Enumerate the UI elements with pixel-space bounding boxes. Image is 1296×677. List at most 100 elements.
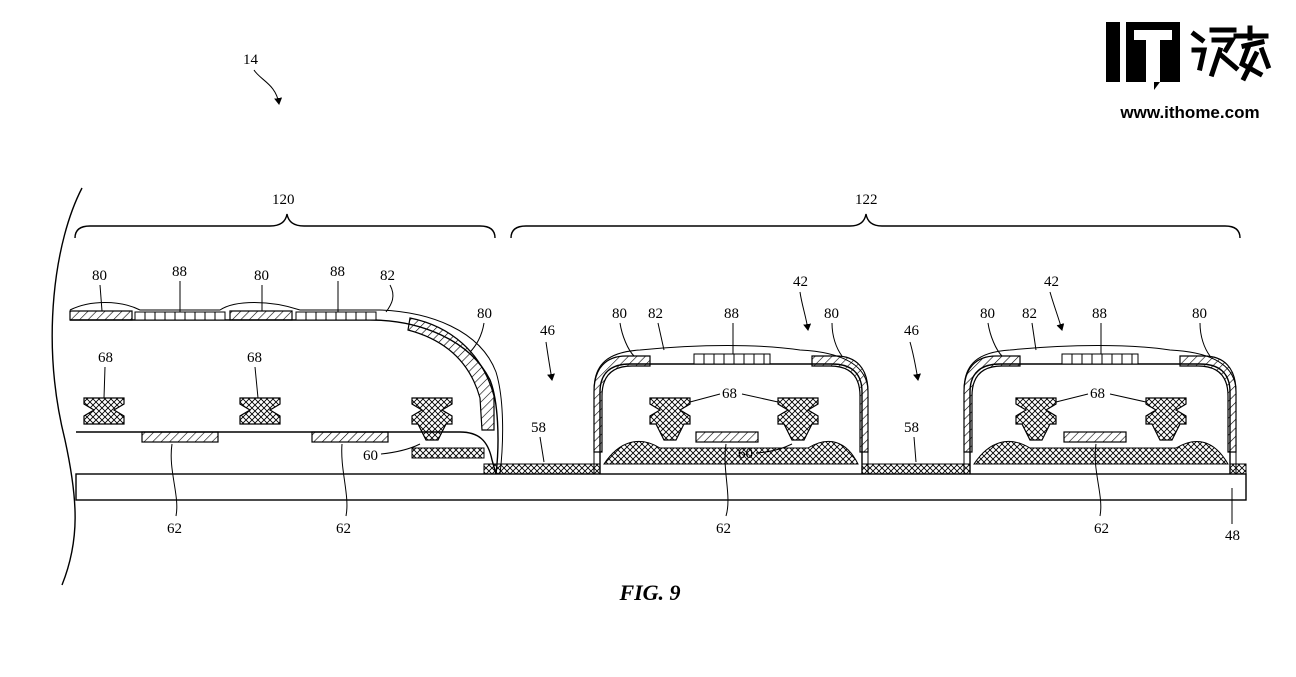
pad-60-120 [411,447,485,459]
leader-80-c [469,322,485,353]
island-2-emitter [1061,353,1139,365]
label-82-a: 82 [380,268,395,284]
watermark-url: www.ithome.com [1119,103,1259,122]
leader-68-c [689,393,779,403]
emitter-88-a-ticks [144,312,216,320]
leader-80-a [99,284,103,312]
label-80-a: 80 [92,268,107,284]
leader-82-b [657,322,665,351]
label-60-b: 60 [738,446,753,462]
label-88-a: 88 [172,264,187,280]
leader-58-left [539,436,545,463]
pillar-68-c [411,397,453,441]
arrow-46-b [909,341,921,381]
leader-68-a [103,366,106,399]
pixel-island-2 [963,345,1247,475]
leader-80-g [1199,322,1211,357]
bank-80-b [229,310,293,321]
island-2-bank-right [1179,355,1237,453]
island-1-emitter-ticks [703,354,765,364]
figure-caption: FIG. 9 [618,580,680,605]
leader-82-c [1031,322,1037,351]
pixel-island-1 [593,345,869,474]
label-60-a: 60 [363,448,378,464]
label-68-a: 68 [98,350,113,366]
island-1-bank-left [593,355,651,453]
bridge-58 [483,463,971,475]
cut-edge [51,187,83,586]
island-1-emitter [693,353,771,365]
island-2-pillar-left [1015,397,1057,441]
label-80-c: 80 [477,306,492,322]
leader-68-b [254,366,259,399]
substrate-48 [75,473,1247,501]
label-14: 14 [243,52,259,68]
emitter-88-a [134,311,226,321]
label-88-c: 88 [724,306,739,322]
label-120: 120 [272,192,295,208]
leader-80-f [987,322,1003,357]
island-1-electrode-62 [695,431,759,443]
leader-80-d [619,322,635,357]
pillar-68-a [83,397,125,425]
leader-60-a [380,443,421,455]
label-88-d: 88 [1092,306,1107,322]
encap-82-left [69,302,504,475]
label-80-f: 80 [980,306,995,322]
label-82-b: 82 [648,306,663,322]
label-68-c: 68 [722,386,737,402]
label-80-e: 80 [824,306,839,322]
label-122: 122 [855,192,878,208]
island-1-pad-60 [603,440,859,465]
island-2-edge-58 [1229,463,1247,475]
label-80-b: 80 [254,268,269,284]
brace-120 [74,213,496,239]
label-62-d: 62 [1094,521,1109,537]
arrow-42-b [1049,291,1065,331]
label-80-g: 80 [1192,306,1207,322]
bank-80-right-120 [407,317,495,431]
island-2-bank-left [963,355,1021,453]
label-46-b: 46 [904,323,920,339]
label-42-a: 42 [793,274,808,290]
island-1-pillar-right [777,397,819,441]
leader-82-a [385,284,394,313]
pillar-68-b [239,397,281,425]
island-2-electrode-62 [1063,431,1127,443]
label-68-b: 68 [247,350,262,366]
leader-62-c [724,443,729,517]
label-58-left: 58 [531,420,546,436]
island-1-bank-right [811,355,869,453]
label-80-d: 80 [612,306,627,322]
electrode-62-b [311,431,389,443]
watermark-logo [1106,22,1272,90]
leader-62-b [341,443,348,517]
label-48: 48 [1225,528,1240,544]
leader-80-e [831,322,843,357]
label-46-a: 46 [540,323,556,339]
label-42-b: 42 [1044,274,1059,290]
leader-62-a [170,443,178,517]
island-2-pillar-right [1145,397,1187,441]
label-58-right: 58 [904,420,919,436]
emitter-88-b-ticks [305,312,367,320]
arrow-14 [253,69,283,105]
island-1-pillar-left [649,397,691,441]
label-62-c: 62 [716,521,731,537]
arrow-46-a [545,341,555,381]
leader-58-right [913,436,917,463]
leader-68-d [1055,393,1147,403]
leader-60-b [755,443,793,454]
brace-122 [510,213,1241,239]
island-2-pad-60 [973,440,1229,465]
electrode-62-a [141,431,219,443]
label-68-d: 68 [1090,386,1105,402]
label-62-b: 62 [336,521,351,537]
region-120-base [76,431,497,475]
label-62-a: 62 [167,521,182,537]
arrow-42-a [799,291,812,331]
leader-62-d [1094,443,1102,517]
label-82-c: 82 [1022,306,1037,322]
